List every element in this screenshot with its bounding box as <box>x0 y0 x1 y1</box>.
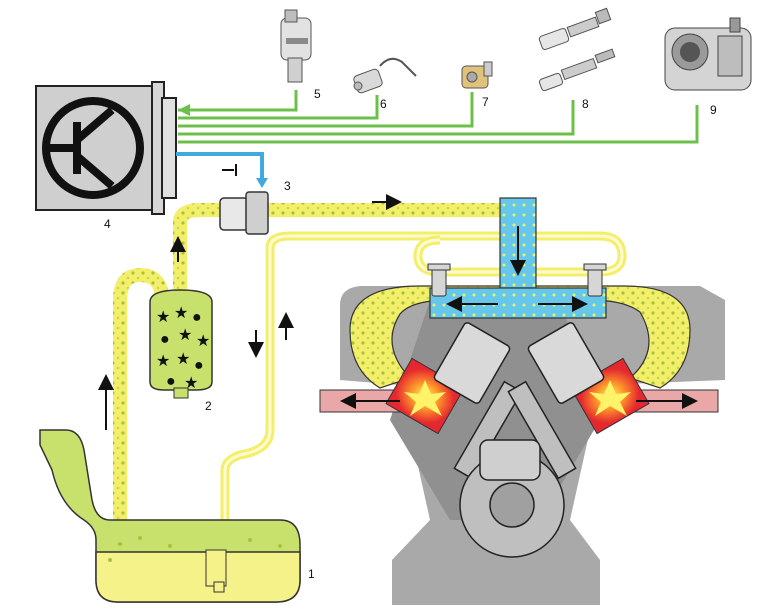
svg-text:●: ● <box>192 309 202 326</box>
sensor-9-throttle-body <box>664 17 752 91</box>
sensor-5-air-mass-meter <box>280 9 312 83</box>
sensor-6-rpm-sensor <box>353 57 417 94</box>
transistor-symbol-icon <box>42 97 144 199</box>
fuel-filter: ★★● ●★★ ★★● ●★ <box>149 289 213 399</box>
label-fuel-filter: 2 <box>205 399 212 413</box>
svg-text:●: ● <box>194 357 204 374</box>
svg-text:★: ★ <box>156 309 170 326</box>
label-fuel-tank: 1 <box>308 567 315 581</box>
svg-text:●: ● <box>166 373 176 390</box>
label-control-valve: 3 <box>284 179 291 193</box>
label-sensor-6: 6 <box>380 97 387 111</box>
component-labels: 1 2 3 4 5 6 7 8 9 <box>104 87 717 581</box>
sensor-8-lambda-probes <box>538 7 616 92</box>
engine-block <box>319 285 725 605</box>
label-sensor-5: 5 <box>314 87 321 101</box>
label-ecu: 4 <box>104 217 111 231</box>
arrow-icon <box>98 194 698 430</box>
fuel-tank <box>39 429 301 603</box>
filter-star-pattern: ★★● ●★★ ★★● ●★ <box>156 305 210 392</box>
label-sensor-7: 7 <box>482 95 489 109</box>
svg-text:★: ★ <box>178 327 192 344</box>
label-sensor-8: 8 <box>582 97 589 111</box>
ecu-control-line <box>176 152 264 178</box>
svg-text:●: ● <box>160 331 170 348</box>
svg-text:★: ★ <box>156 353 170 370</box>
svg-text:★: ★ <box>174 305 188 322</box>
label-throttle-body: 9 <box>710 103 717 117</box>
ecu-control-unit <box>35 81 177 215</box>
svg-text:★: ★ <box>184 375 198 392</box>
sensor-signal-lines <box>178 90 699 144</box>
svg-text:★: ★ <box>176 351 190 368</box>
fuel-injectors <box>427 263 607 297</box>
svg-text:★: ★ <box>196 333 210 350</box>
sensor-7-temperature-sensor <box>461 61 493 89</box>
pressure-control-valve <box>219 164 269 235</box>
